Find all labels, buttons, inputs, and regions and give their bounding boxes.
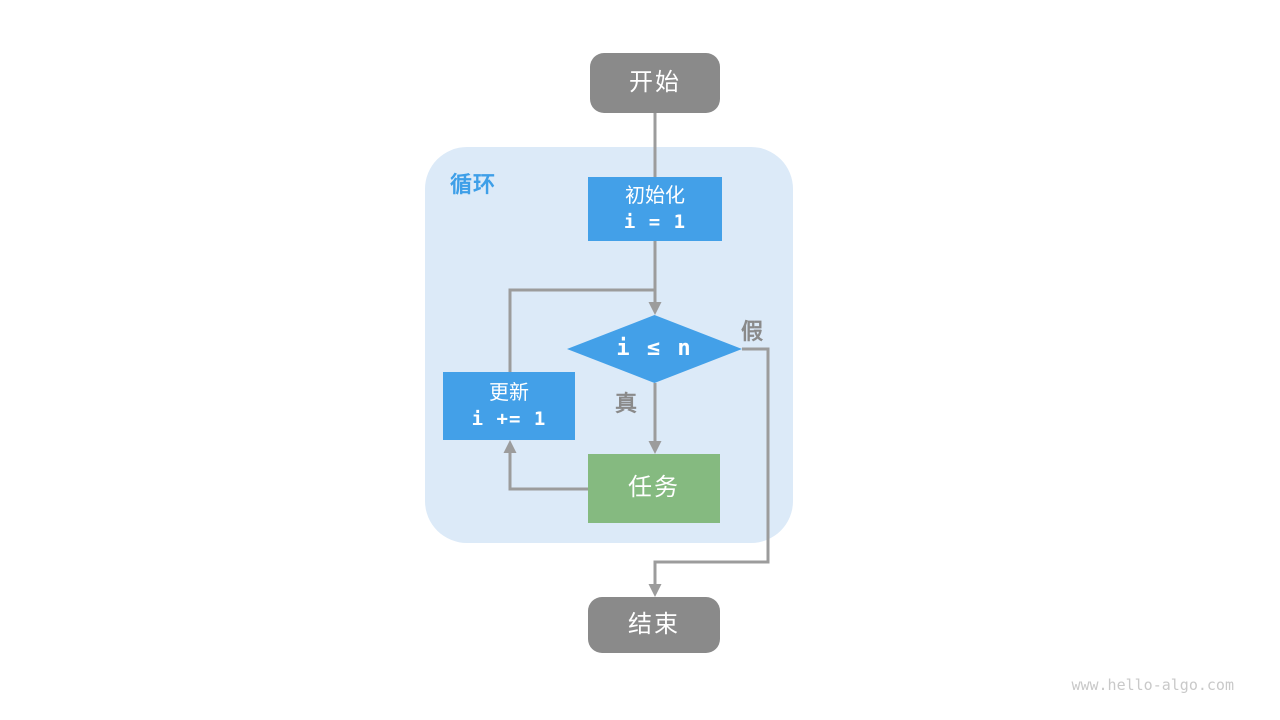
- arrowhead-into-task: [648, 441, 662, 454]
- arrowhead-into-update: [503, 440, 517, 453]
- edge-update-to-condition: [508, 288, 656, 372]
- update-node: 更新 i += 1: [443, 372, 575, 440]
- update-node-label: 更新: [489, 381, 529, 404]
- arrowhead-into-condition: [648, 302, 662, 315]
- init-node: 初始化 i = 1: [588, 177, 722, 241]
- start-node: 开始: [590, 53, 720, 113]
- task-node: 任务: [588, 454, 720, 523]
- condition-node-code: i ≤ n: [616, 336, 693, 362]
- start-node-label: 开始: [629, 68, 681, 96]
- false-branch-label: 假: [741, 319, 764, 344]
- edge-condition-to-end: [653, 347, 770, 585]
- watermark: www.hello-algo.com: [1071, 676, 1234, 694]
- loop-container-label: 循环: [450, 172, 497, 197]
- task-node-label: 任务: [628, 474, 680, 502]
- end-node: 结束: [588, 597, 720, 653]
- true-branch-label: 真: [615, 391, 638, 416]
- end-node-label: 结束: [628, 610, 680, 638]
- edge-task-to-update: [508, 452, 588, 491]
- update-node-code: i += 1: [471, 407, 547, 430]
- init-node-code: i = 1: [623, 210, 687, 233]
- init-node-label: 初始化: [625, 184, 685, 207]
- arrowhead-into-end: [648, 584, 662, 597]
